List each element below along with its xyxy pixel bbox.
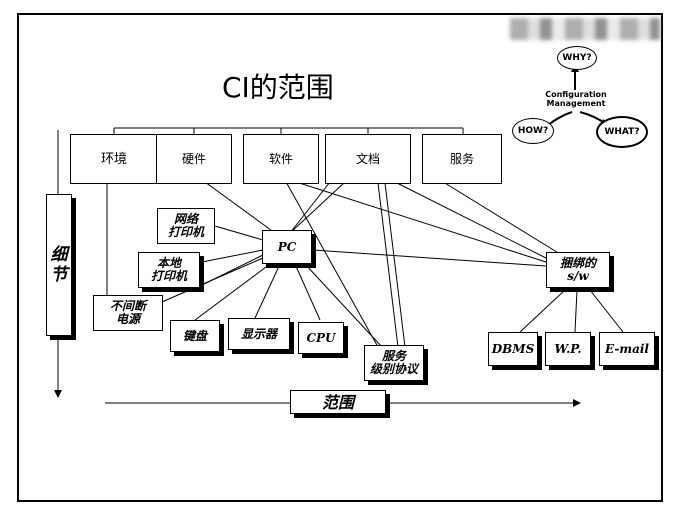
node-monitor: 显示器 [228, 318, 290, 350]
category-software: 软件 [243, 134, 319, 184]
node-sla: 服务 级别协议 [364, 345, 424, 381]
category-software-label: 软件 [268, 151, 293, 166]
cm-why-oval: WHY? [557, 46, 597, 70]
node-local-printer: 本地 打印机 [138, 252, 200, 288]
blurred-logo [510, 18, 660, 40]
node-local-printer-label: 本地 打印机 [150, 256, 187, 283]
node-dbms-label: DBMS [491, 341, 535, 356]
cm-what-label: WHAT? [604, 127, 640, 137]
node-cpu-label: CPU [306, 330, 336, 345]
node-keyboard: 键盘 [170, 320, 220, 352]
node-pc-label: PC [277, 239, 297, 254]
cm-why-label: WHY? [562, 53, 592, 63]
cm-center-label: Configuration Management [545, 90, 607, 108]
node-network-printer: 网络 打印机 [157, 208, 215, 244]
cm-what-oval: WHAT? [596, 116, 648, 148]
node-wp-label: W.P. [554, 341, 582, 356]
axis-scope-label: 范围 [321, 392, 354, 412]
axis-detail-label: 细 节 [50, 245, 68, 285]
category-services-label: 服务 [449, 151, 474, 166]
node-network-printer-label: 网络 打印机 [167, 212, 204, 239]
category-hardware-label: 硬件 [181, 151, 206, 166]
category-documents: 文档 [325, 134, 411, 184]
category-documents-label: 文档 [355, 151, 380, 166]
category-environment-label: 环境 [100, 151, 127, 167]
node-monitor-label: 显示器 [240, 326, 277, 341]
node-wp: W.P. [545, 332, 591, 366]
axis-detail: 细 节 [46, 194, 72, 336]
node-email: E-mail [599, 332, 655, 366]
category-services: 服务 [422, 134, 502, 184]
category-hardware: 硬件 [156, 134, 232, 184]
category-environment: 环境 [70, 134, 158, 184]
cm-how-oval: HOW? [512, 118, 554, 144]
node-cpu: CPU [298, 322, 344, 354]
node-ups: 不间断 电源 [93, 295, 163, 331]
node-pc: PC [262, 230, 312, 264]
cm-how-label: HOW? [517, 126, 549, 136]
node-bundled-software: 捆绑的 s/w [546, 252, 610, 288]
node-keyboard-label: 键盘 [182, 328, 207, 343]
node-sla-label: 服务 级别协议 [369, 349, 418, 376]
node-email-label: E-mail [605, 341, 649, 356]
node-ups-label: 不间断 电源 [109, 299, 146, 326]
page-title: CI的范围 [222, 71, 334, 104]
node-dbms: DBMS [488, 332, 538, 366]
axis-scope: 范围 [290, 390, 386, 414]
node-bundled-software-label: 捆绑的 s/w [559, 256, 596, 283]
